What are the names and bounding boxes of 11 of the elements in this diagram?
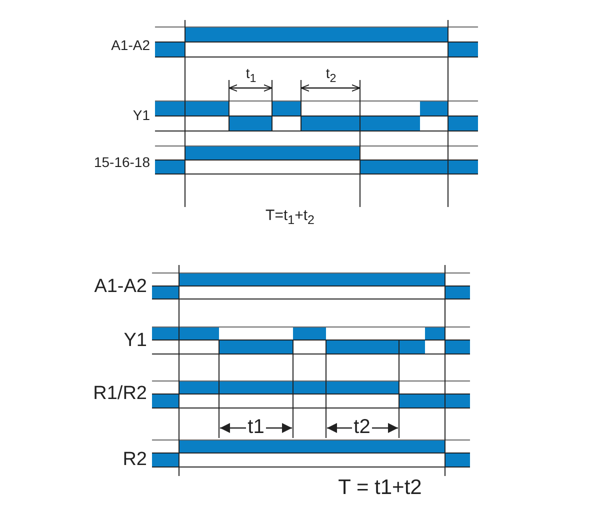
signal-label: A1-A2 (111, 38, 150, 52)
signal-label: R2 (122, 450, 147, 469)
signal-label: t$_{1}$ (246, 66, 256, 84)
formula-text: T = t1+t2 (338, 477, 422, 498)
signal-label: Y1 (124, 331, 147, 350)
signal-label: Y1 (132, 108, 150, 122)
signal-label: 15-16-18 (94, 155, 150, 169)
signal-label: t$_{2}$ (326, 66, 336, 84)
signal-label: R1/R2 (93, 384, 147, 403)
formula-text: T=t$_{1}$+t$_{2}$ (266, 208, 314, 226)
signal-label: A1-A2 (94, 277, 147, 296)
